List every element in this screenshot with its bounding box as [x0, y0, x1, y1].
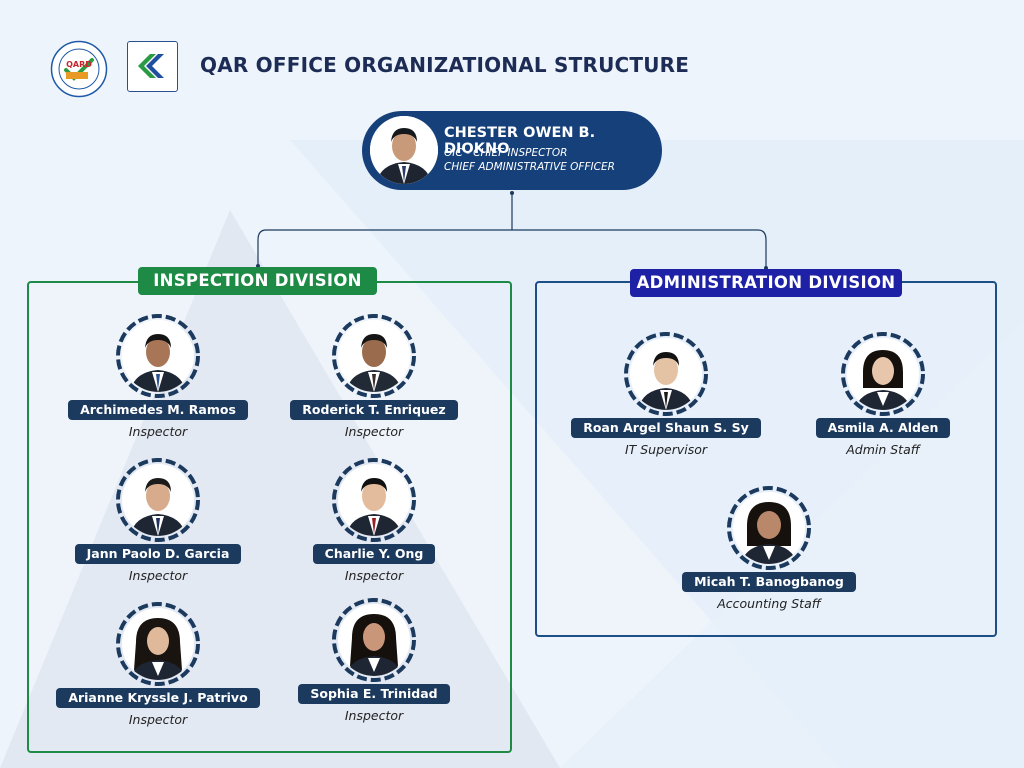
photo-ring	[623, 331, 709, 417]
person-photo	[122, 464, 194, 536]
person-avatar-icon	[346, 334, 402, 392]
person-avatar-icon	[638, 352, 694, 410]
person-role: Inspector	[344, 708, 404, 723]
person-role: Inspector	[128, 712, 188, 727]
person-card: Arianne Kryssle J. Patrivo Inspector	[48, 601, 268, 727]
person-role: IT Supervisor	[624, 442, 708, 457]
person-role: Inspector	[128, 568, 188, 583]
chevron-logo-icon	[138, 54, 164, 78]
photo-ring	[331, 457, 417, 543]
person-name: Sophia E. Trinidad	[298, 684, 450, 704]
person-card: Micah T. Banogbanog Accounting Staff	[659, 485, 879, 611]
person-name: Roan Argel Shaun S. Sy	[571, 418, 761, 438]
chief-role-2: CHIEF ADMINISTRATIVE OFFICER	[444, 161, 615, 173]
dashed-ring-icon	[332, 458, 416, 542]
chief-role-1: OIC - CHIEF INSPECTOR	[444, 147, 568, 159]
person-avatar-icon	[346, 614, 402, 676]
person-avatar-icon	[346, 478, 402, 536]
dashed-ring-icon	[116, 458, 200, 542]
person-role: Admin Staff	[846, 442, 920, 457]
person-name: Archimedes M. Ramos	[68, 400, 248, 420]
person-name: Roderick T. Enriquez	[290, 400, 458, 420]
inspection-division-label: INSPECTION DIVISION	[138, 267, 377, 295]
person-role: Inspector	[344, 568, 404, 583]
person-photo	[122, 320, 194, 392]
person-avatar-icon	[370, 116, 438, 184]
photo-ring	[331, 313, 417, 399]
person-card: Charlie Y. Ong Inspector	[264, 457, 484, 583]
person-name: Asmila A. Alden	[815, 418, 951, 438]
person-photo	[338, 320, 410, 392]
person-name: Micah T. Banogbanog	[682, 572, 856, 592]
person-avatar-icon	[130, 334, 186, 392]
dashed-ring-icon	[727, 486, 811, 570]
person-role: Inspector	[128, 424, 188, 439]
person-role: Inspector	[344, 424, 404, 439]
person-name: Arianne Kryssle J. Patrivo	[56, 688, 260, 708]
photo-ring	[115, 313, 201, 399]
person-avatar-icon	[855, 350, 911, 410]
chief-card: CHESTER OWEN B. DIOKNO OIC - CHIEF INSPE…	[362, 111, 662, 190]
person-card: Archimedes M. Ramos Inspector	[48, 313, 268, 439]
seal-text: QARD	[66, 60, 92, 69]
photo-ring	[115, 601, 201, 687]
photo-ring	[726, 485, 812, 571]
photo-ring	[115, 457, 201, 543]
dashed-ring-icon	[332, 314, 416, 398]
photo-ring	[840, 331, 926, 417]
chief-name: CHESTER OWEN B. DIOKNO	[444, 125, 596, 157]
person-photo	[338, 464, 410, 536]
person-avatar-icon	[130, 618, 186, 680]
inspection-division-box	[27, 281, 512, 753]
person-photo	[122, 608, 194, 680]
person-photo	[733, 492, 805, 564]
chief-photo	[370, 116, 438, 184]
dashed-ring-icon	[116, 314, 200, 398]
person-avatar-icon	[130, 478, 186, 536]
person-photo	[630, 338, 702, 410]
person-card: Jann Paolo D. Garcia Inspector	[48, 457, 268, 583]
person-photo	[338, 604, 410, 676]
dashed-ring-icon	[841, 332, 925, 416]
dost-logo	[127, 41, 178, 92]
page-title: QAR OFFICE ORGANIZATIONAL STRUCTURE	[200, 53, 690, 77]
qard-seal-logo: QARD	[50, 40, 108, 98]
person-name: Charlie Y. Ong	[312, 544, 436, 564]
person-card: Asmila A. Alden Admin Staff	[773, 331, 993, 457]
person-card: Roderick T. Enriquez Inspector	[264, 313, 484, 439]
dashed-ring-icon	[116, 602, 200, 686]
person-name: Jann Paolo D. Garcia	[74, 544, 242, 564]
person-card: Sophia E. Trinidad Inspector	[264, 597, 484, 723]
person-photo	[847, 338, 919, 410]
dashed-ring-icon	[624, 332, 708, 416]
person-avatar-icon	[741, 502, 797, 564]
photo-ring	[331, 597, 417, 683]
person-role: Accounting Staff	[717, 596, 821, 611]
person-card: Roan Argel Shaun S. Sy IT Supervisor	[556, 331, 776, 457]
admin-division-label: ADMINISTRATION DIVISION	[630, 269, 902, 297]
dashed-ring-icon	[332, 598, 416, 682]
